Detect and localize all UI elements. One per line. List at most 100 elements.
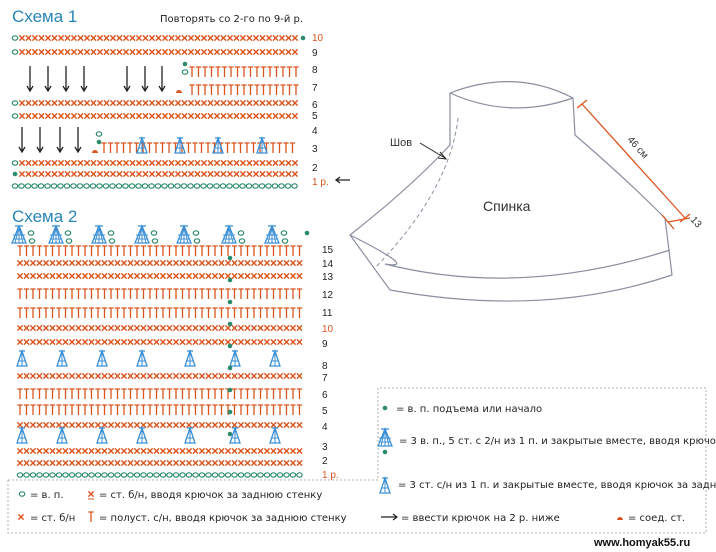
sc-stitch (88, 272, 95, 280)
sc-stitch (55, 338, 63, 346)
hdc-stitch (49, 404, 56, 416)
hdc-stitch (296, 245, 303, 257)
arrow-down-stitch (141, 65, 149, 92)
raise-dot (227, 277, 233, 283)
sc-stitch (172, 459, 180, 467)
sc-stitch (70, 170, 78, 178)
chain-stitch (96, 183, 103, 189)
sc-stitch (77, 99, 84, 107)
sc-stitch (107, 447, 115, 455)
hdc-stitch (140, 245, 147, 257)
hdc-stitch (211, 245, 219, 257)
sc-stitch (257, 338, 264, 346)
sc-stitch (62, 272, 69, 280)
sc-stitch (122, 170, 130, 178)
hdc-stitch (36, 245, 43, 257)
sc-stitch (246, 48, 253, 56)
sc-stitch (272, 99, 279, 107)
sc-stitch (135, 99, 143, 107)
sc-stitch (29, 372, 37, 380)
sc-stitch (70, 159, 78, 167)
chain-stitch (28, 238, 36, 244)
legend-sc: = ст. б/н (30, 513, 75, 524)
sc-stitch (166, 372, 173, 380)
hdc-stitch (205, 288, 212, 300)
sc-stitch (192, 272, 199, 280)
hdc-stitch (282, 142, 290, 154)
sc-stitch (44, 48, 52, 56)
sc-stitch (129, 159, 136, 167)
sc-stitch (198, 272, 206, 280)
hdc-stitch (42, 404, 50, 416)
sc-stitch (109, 159, 117, 167)
sc-stitch (51, 170, 58, 178)
sc-stitch (263, 421, 271, 429)
legend-chain: = в. п. (30, 490, 64, 501)
sc-stitch (18, 99, 26, 107)
chain-stitch (81, 472, 89, 478)
sc-stitch (62, 459, 69, 467)
hdc-stitch (133, 288, 141, 300)
sc-stitch (259, 159, 266, 167)
arrow-down-stitch (80, 65, 88, 92)
sc-stitch (94, 259, 102, 267)
sc-stitch (81, 338, 89, 346)
sc-stitch (25, 34, 32, 42)
sc-stitch (246, 170, 253, 178)
sc-stitch (49, 447, 56, 455)
sc-stitch (181, 159, 188, 167)
sc-stitch (96, 48, 104, 56)
sc-stitch (133, 459, 141, 467)
hdc-stitch (243, 142, 251, 154)
chain-stitch (257, 472, 264, 478)
chain-stitch (151, 238, 159, 244)
three-dc-cluster-icon (379, 477, 391, 494)
hdc-stitch (166, 288, 173, 300)
legend-raise-chain: = в. п. подъема или начало (396, 404, 542, 415)
chain-stitch (283, 472, 290, 478)
hdc-stitch (146, 307, 154, 319)
chain-stitch (120, 472, 128, 478)
sc-stitch (36, 372, 43, 380)
chain-stitch (198, 472, 206, 478)
sc-stitch (250, 324, 258, 332)
hdc-stitch (172, 388, 180, 400)
sc-stitch (16, 459, 24, 467)
sc-stitch (244, 324, 251, 332)
sc-stitch (38, 99, 45, 107)
sc-stitch (96, 99, 104, 107)
sc-stitch (257, 272, 264, 280)
sc-stitch (278, 99, 286, 107)
sc-stitch (127, 324, 134, 332)
hdc-stitch (289, 388, 297, 400)
sc-stitch (23, 421, 30, 429)
sc-stitch (174, 48, 182, 56)
hdc-stitch (172, 288, 180, 300)
sc-stitch (187, 48, 195, 56)
chain-stitch (153, 472, 160, 478)
hdc-stitch (247, 66, 254, 78)
sc-stitch (57, 170, 65, 178)
sc-stitch (283, 447, 290, 455)
chain-stitch (101, 472, 108, 478)
sc-stitch (161, 159, 169, 167)
chain-stitch (244, 472, 251, 478)
sc-stitch (23, 338, 30, 346)
sc-stitch (270, 459, 277, 467)
sc-stitch (29, 421, 37, 429)
sc-stitch (120, 272, 128, 280)
chain-stitch (16, 472, 24, 478)
scheme2-row-numbers: 15 14 13 12 11 10 9 8 7 6 5 4 3 2 1 р. (322, 245, 339, 481)
slip-stitch-icon (617, 517, 623, 520)
hdc-stitch (159, 307, 167, 319)
hdc-stitch (62, 288, 69, 300)
sc-stitch (127, 372, 134, 380)
sc-stitch (224, 372, 232, 380)
edge-dimension (661, 214, 691, 230)
sc-stitch (226, 99, 234, 107)
slip-stitch (176, 90, 182, 93)
sc-stitch (198, 459, 206, 467)
sc-stitch (252, 159, 260, 167)
sc-stitch (101, 272, 108, 280)
hdc-stitch (23, 245, 30, 257)
